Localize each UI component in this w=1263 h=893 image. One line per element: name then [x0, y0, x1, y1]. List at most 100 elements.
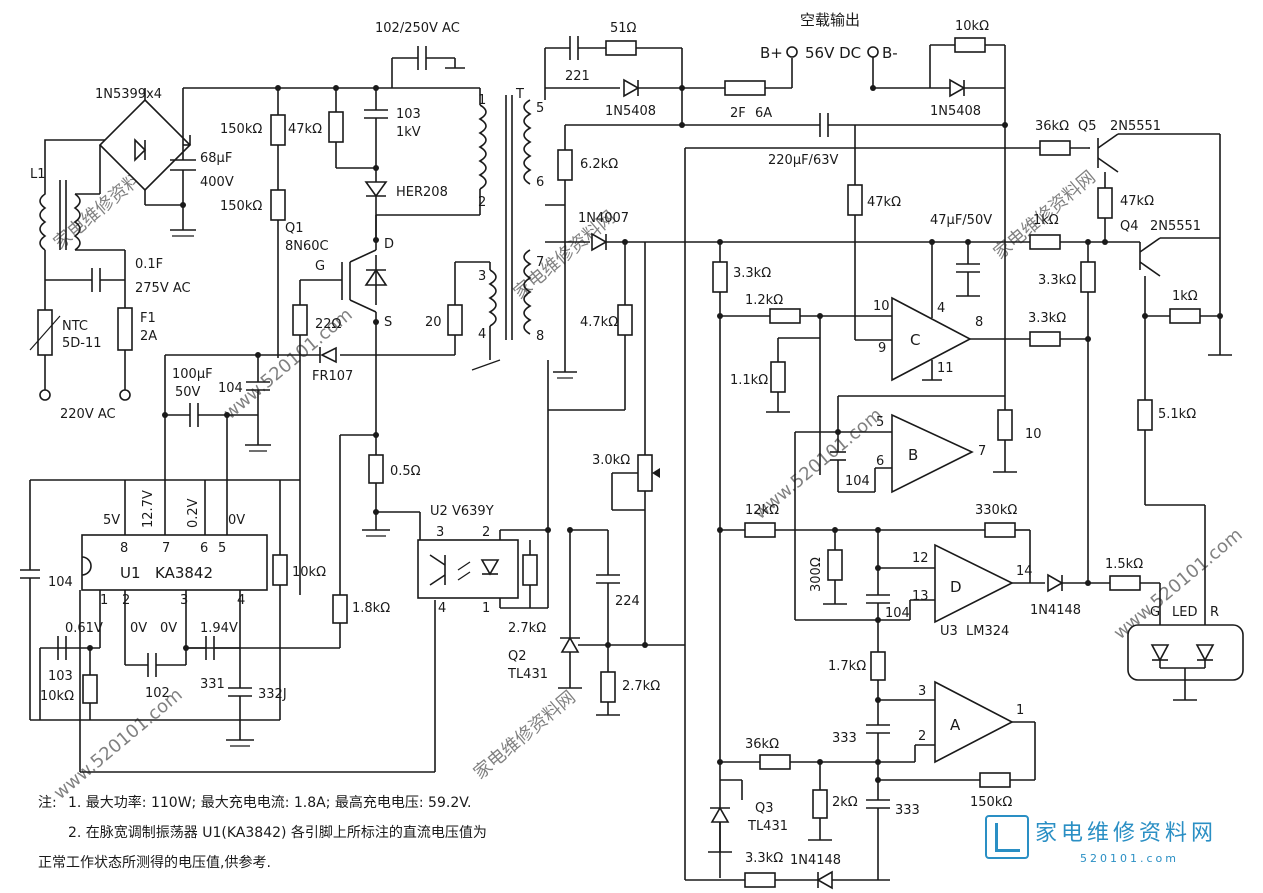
- svg-text:R: R: [1210, 605, 1219, 620]
- svg-text:150kΩ: 150kΩ: [220, 122, 262, 137]
- svg-text:221: 221: [565, 69, 590, 84]
- svg-text:4: 4: [438, 601, 446, 616]
- svg-text:3: 3: [180, 593, 188, 608]
- svg-text:7: 7: [978, 444, 986, 459]
- svg-text:D: D: [950, 578, 962, 596]
- svg-text:1.8kΩ: 1.8kΩ: [352, 601, 390, 616]
- svg-text:6A: 6A: [755, 106, 772, 121]
- q2-tl431: Q2 TL431: [507, 530, 582, 689]
- svg-text:LED: LED: [1172, 605, 1197, 620]
- ac-terminal: [39, 389, 51, 401]
- svg-text:103: 103: [48, 669, 73, 684]
- svg-text:36kΩ: 36kΩ: [745, 737, 779, 752]
- svg-text:2.7kΩ: 2.7kΩ: [508, 621, 546, 636]
- svg-text:13: 13: [912, 589, 929, 604]
- fuse-f1: [117, 307, 133, 351]
- svg-text:6: 6: [200, 541, 208, 556]
- x-cap-voltage: 275V AC: [135, 281, 191, 296]
- opamp-b: B 5 6 7: [876, 413, 986, 494]
- svg-text:104: 104: [885, 606, 910, 621]
- svg-text:3.3kΩ: 3.3kΩ: [745, 851, 783, 866]
- svg-text:B+: B+: [760, 44, 783, 62]
- svg-text:47kΩ: 47kΩ: [1120, 194, 1154, 209]
- svg-text:V639Y: V639Y: [452, 504, 494, 519]
- svg-text:100µF: 100µF: [172, 367, 213, 382]
- svg-text:G: G: [315, 259, 325, 274]
- svg-text:FR107: FR107: [312, 369, 353, 384]
- choke-label: L1: [30, 167, 46, 182]
- svg-text:A: A: [950, 716, 961, 734]
- svg-text:2: 2: [918, 729, 926, 744]
- svg-text:10: 10: [1025, 427, 1042, 442]
- svg-text:HER208: HER208: [396, 185, 448, 200]
- svg-text:14: 14: [1016, 564, 1033, 579]
- opamp-d: D 12 13 14: [912, 543, 1033, 624]
- svg-text:5V: 5V: [103, 513, 120, 528]
- svg-text:3: 3: [478, 269, 486, 284]
- logo-book-icon: [995, 823, 1020, 852]
- svg-text:Q1: Q1: [285, 221, 304, 236]
- q4-transistor: Q4 2N5551: [1120, 219, 1201, 277]
- q3-tl431: Q3 TL431: [708, 779, 788, 853]
- svg-text:224: 224: [615, 594, 640, 609]
- svg-text:5: 5: [536, 101, 544, 116]
- svg-text:Q3: Q3: [755, 801, 774, 816]
- svg-text:50V: 50V: [175, 385, 201, 400]
- site-logo: [985, 815, 1029, 859]
- svg-text:1N5408: 1N5408: [605, 104, 656, 119]
- svg-text:B-: B-: [882, 44, 898, 62]
- svg-text:1kΩ: 1kΩ: [1172, 289, 1198, 304]
- watermark-text: 家电维修资料网: [470, 687, 580, 784]
- bridge-label: 1N5399x4: [95, 87, 162, 102]
- svg-text:56V DC: 56V DC: [805, 44, 861, 62]
- svg-text:330kΩ: 330kΩ: [975, 503, 1017, 518]
- svg-text:1.94V: 1.94V: [200, 621, 238, 636]
- logo-url: 520101.com: [1080, 852, 1179, 865]
- svg-text:12: 12: [912, 551, 929, 566]
- svg-text:S: S: [384, 315, 392, 330]
- u2-optocoupler: U2 V639Y 3 2 4 1: [417, 504, 519, 616]
- svg-text:8: 8: [536, 329, 544, 344]
- svg-text:10kΩ: 10kΩ: [40, 689, 74, 704]
- svg-text:6: 6: [876, 454, 884, 469]
- svg-text:KA3842: KA3842: [155, 564, 213, 582]
- choke-l1-coil: [39, 139, 125, 280]
- ac-terminal: [119, 389, 131, 401]
- svg-text:U1: U1: [120, 564, 141, 582]
- svg-text:D: D: [384, 237, 394, 252]
- opamp-a: A 3 2 1: [918, 680, 1024, 764]
- bulk-cap-value: 68µF: [200, 151, 232, 166]
- svg-text:47kΩ: 47kΩ: [288, 122, 322, 137]
- svg-text:3.0kΩ: 3.0kΩ: [592, 453, 630, 468]
- u1-ka3842: U1 KA3842 8 7 6 5 1 2 3 4 5V 12.7V 0.2V …: [65, 490, 268, 636]
- svg-text:Q5: Q5: [1078, 119, 1097, 134]
- svg-text:1.5kΩ: 1.5kΩ: [1105, 557, 1143, 572]
- svg-text:104: 104: [48, 575, 73, 590]
- svg-text:4: 4: [478, 327, 486, 342]
- svg-text:333: 333: [832, 731, 857, 746]
- svg-text:T: T: [515, 87, 524, 102]
- svg-text:10kΩ: 10kΩ: [955, 19, 989, 34]
- note-line-2: 2. 在脉宽调制振荡器 U1(KA3842) 各引脚上所标注的直流电压值为: [68, 825, 487, 841]
- svg-text:C: C: [910, 331, 920, 349]
- svg-text:1N5408: 1N5408: [930, 104, 981, 119]
- svg-text:2: 2: [478, 195, 486, 210]
- svg-text:2kΩ: 2kΩ: [832, 795, 858, 810]
- svg-text:4.7kΩ: 4.7kΩ: [580, 315, 618, 330]
- svg-text:9: 9: [878, 341, 886, 356]
- svg-text:0.61V: 0.61V: [65, 621, 103, 636]
- output-title: 空载输出: [800, 11, 860, 29]
- svg-text:U2: U2: [430, 504, 448, 519]
- svg-text:300Ω: 300Ω: [809, 557, 824, 592]
- svg-text:1.1kΩ: 1.1kΩ: [730, 373, 768, 388]
- svg-text:2: 2: [122, 593, 130, 608]
- svg-text:2N5551: 2N5551: [1150, 219, 1201, 234]
- logo-name: 家电维修资料网: [1035, 821, 1218, 846]
- u3-label: U3: [940, 624, 958, 639]
- svg-text:6.2kΩ: 6.2kΩ: [580, 157, 618, 172]
- startup-resistors: 150kΩ 150kΩ: [220, 88, 286, 358]
- ntc-label: NTC: [62, 319, 88, 334]
- svg-text:10kΩ: 10kΩ: [292, 565, 326, 580]
- svg-text:7: 7: [536, 255, 544, 270]
- svg-text:12kΩ: 12kΩ: [745, 503, 779, 518]
